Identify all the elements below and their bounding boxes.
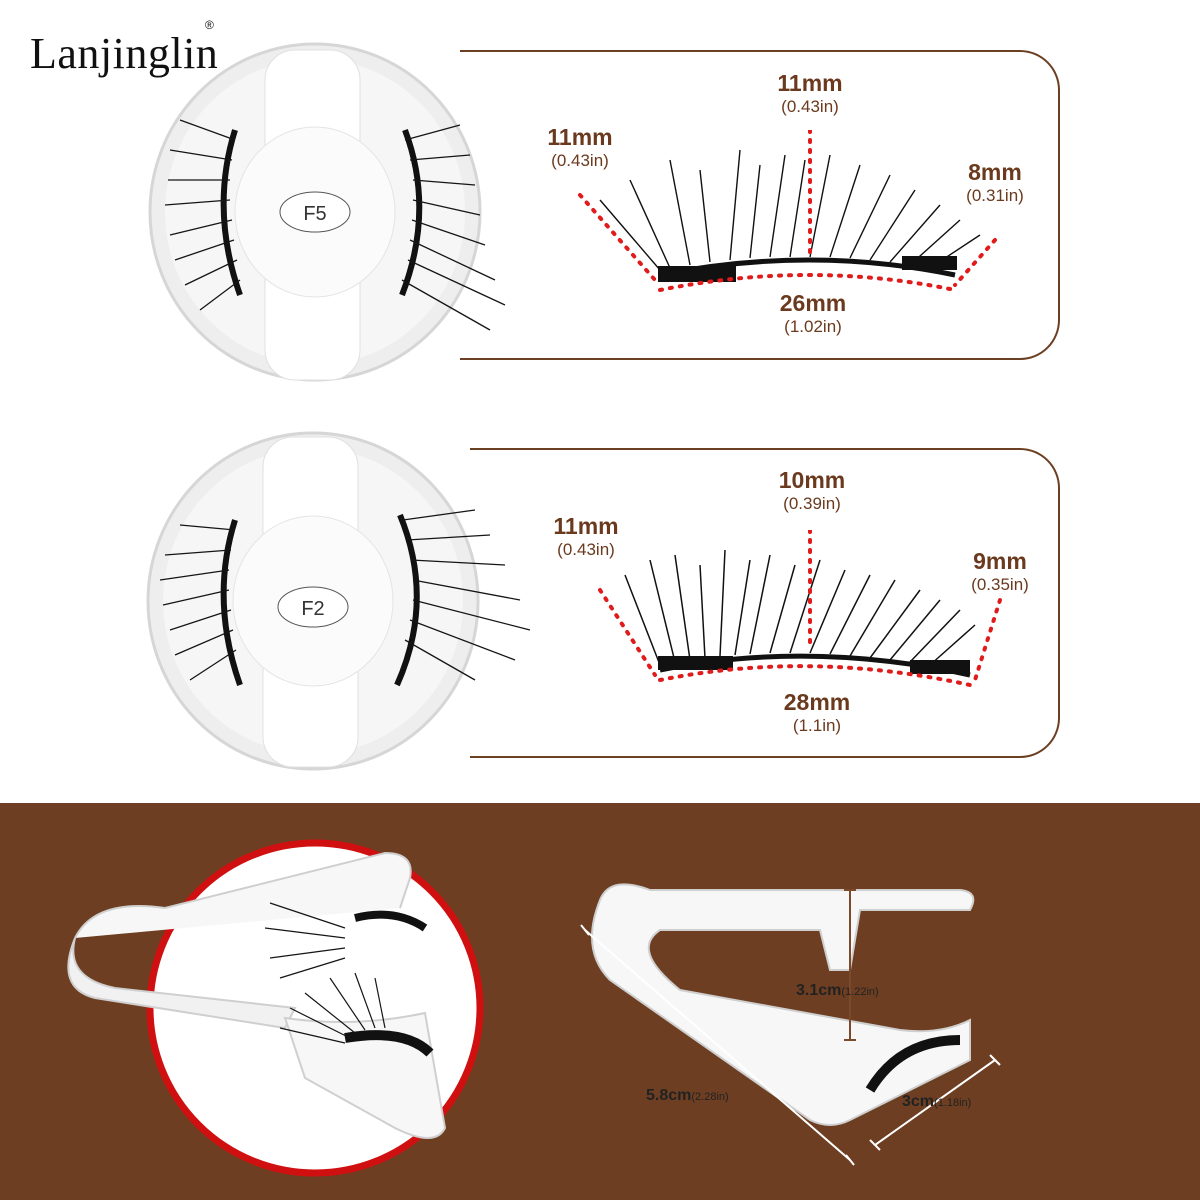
left-height-in: (0.43in) (557, 540, 615, 559)
applicator-length-in: (2.28in) (691, 1091, 729, 1103)
applicator-usage-photo (67, 839, 484, 1177)
case-label: F2 (301, 598, 324, 620)
center-height-in: (0.39in) (783, 494, 841, 513)
center-height-mm: 10mm (778, 467, 846, 493)
lash-case: F5 (148, 42, 506, 382)
right-height-mm: 9mm (973, 548, 1027, 574)
applicator-height-cm: 3.1cm (796, 982, 842, 999)
dimension-panel-frame (470, 448, 1060, 758)
applicator-length-label: 5.8cm(2.28in) (646, 1087, 729, 1105)
case-label: F5 (303, 203, 326, 225)
right-height-mm: 8mm (968, 159, 1022, 185)
applicator-width-cm: 3cm (902, 1093, 935, 1110)
center-height-mm: 11mm (777, 70, 843, 96)
applicator-height-in: (1.22in) (841, 986, 879, 998)
registered-mark: ® (205, 18, 214, 32)
length-in: (1.02in) (784, 317, 842, 336)
brand-logo: Lanjinglin (30, 29, 219, 78)
length-in: (1.1in) (792, 716, 842, 735)
applicator-dimension-diagram (580, 883, 1001, 1166)
lash-diagram (598, 530, 1002, 687)
left-height-mm: 11mm (553, 513, 619, 539)
length-mm: 26mm (779, 290, 847, 316)
dimension-panel-frame (460, 50, 1060, 360)
applicator-width-label: 3cm(1.18in) (902, 1093, 971, 1111)
lash-case: F2 (146, 431, 531, 771)
right-height-in: (0.31in) (966, 186, 1024, 205)
applicator-height-label: 3.1cm(1.22in) (796, 982, 879, 1000)
left-height-in: (0.43in) (551, 151, 609, 170)
center-height-in: (0.43in) (781, 97, 839, 116)
left-height-mm: 11mm (547, 124, 613, 150)
lash-diagram (578, 130, 997, 292)
right-height-in: (0.35in) (971, 575, 1029, 594)
applicator-width-in: (1.18in) (934, 1097, 972, 1109)
applicator-length-cm: 5.8cm (646, 1087, 692, 1104)
length-mm: 28mm (783, 689, 851, 715)
